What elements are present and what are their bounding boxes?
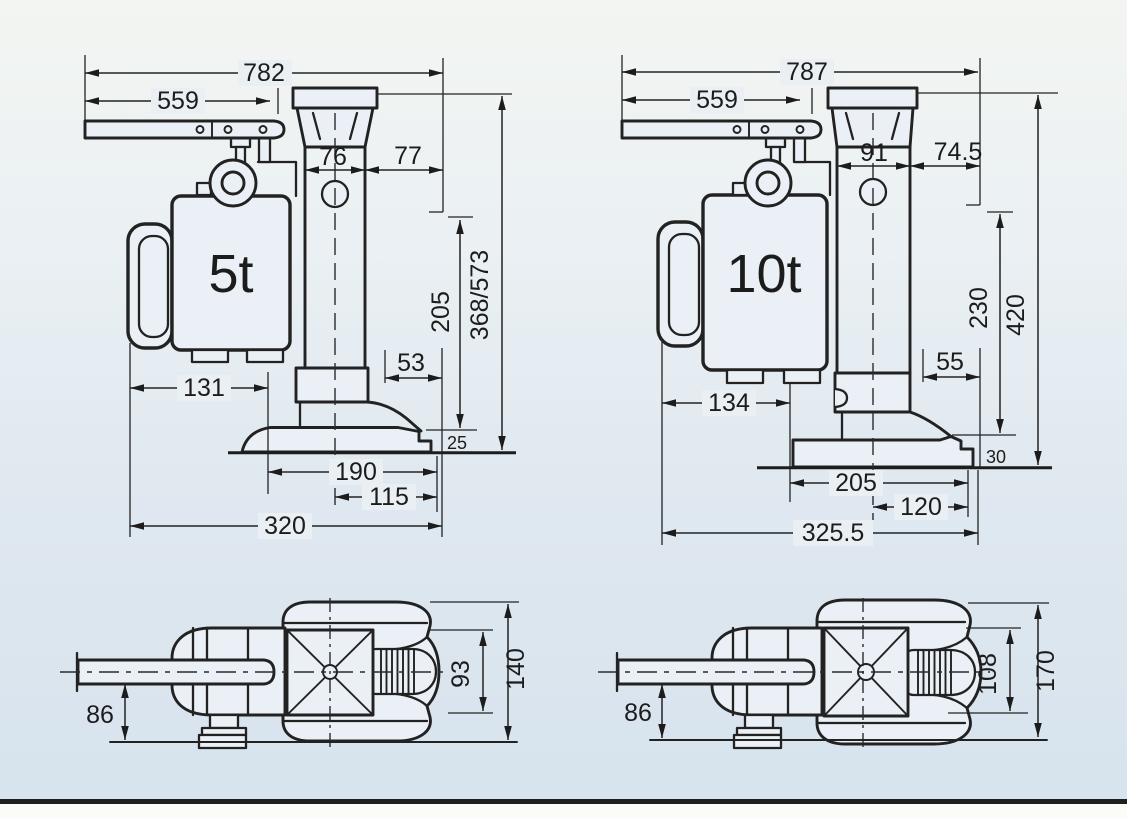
base-foot <box>240 426 433 454</box>
lower-housing <box>294 366 370 404</box>
pivot-pin <box>220 170 246 196</box>
handle-bar <box>620 119 823 140</box>
rivet <box>795 125 805 134</box>
dim-label: 86 <box>86 701 114 729</box>
plan-view-5t: 86 93 140 <box>60 598 530 750</box>
base-foot <box>791 435 975 469</box>
rivet <box>732 125 742 134</box>
grip-handle-slot <box>137 234 170 339</box>
dim-label: 230 <box>965 287 993 329</box>
body-tab <box>190 348 230 364</box>
pump-block-edge <box>793 160 832 197</box>
front-view-10t: 10t <box>620 55 1058 547</box>
front-view-5t: 5t <box>83 55 516 540</box>
dim-label: 55 <box>936 348 964 376</box>
dim-label: 91 <box>860 139 888 167</box>
dim-label: 120 <box>900 493 942 521</box>
label-mask <box>780 59 834 85</box>
pivot-pin <box>755 170 781 196</box>
dim-label: 420 <box>1002 294 1030 336</box>
dim-label: 787 <box>786 58 828 86</box>
dim-label: 368/573 <box>466 250 494 340</box>
label-mask <box>177 375 231 401</box>
pump-block-edge <box>256 160 298 198</box>
dim-label: 170 <box>1032 650 1060 692</box>
dim-label: 559 <box>157 87 199 115</box>
dim-label: 205 <box>835 469 877 497</box>
dim-label: 76 <box>319 143 347 171</box>
toe-curve <box>908 410 953 438</box>
dim-label-toe-height: 25 <box>447 433 467 453</box>
dim-label: 782 <box>243 59 285 87</box>
handle-bar <box>83 119 286 140</box>
neck-edge <box>844 111 855 141</box>
rivet <box>195 125 205 134</box>
dim-label: 140 <box>502 648 530 690</box>
dim-label: 53 <box>397 349 425 377</box>
housing-notch <box>833 387 849 409</box>
label-mask <box>690 87 744 113</box>
rivet <box>258 125 268 134</box>
dim-label: 74.5 <box>934 138 983 166</box>
neck-edge <box>348 111 359 141</box>
toe-curve <box>365 400 423 433</box>
screw-base <box>732 733 783 750</box>
dim-label: 320 <box>264 512 306 540</box>
dim-label: 134 <box>708 389 750 417</box>
dim-label: 325.5 <box>802 519 865 547</box>
dim-label: 93 <box>447 660 475 688</box>
ram-cap <box>291 86 379 110</box>
dim-label: 86 <box>624 699 652 727</box>
label-mask <box>258 513 312 539</box>
pump-link <box>792 136 807 164</box>
grip-handle-slot <box>667 232 701 337</box>
dim-label: 115 <box>369 483 409 511</box>
body-tab <box>245 348 285 364</box>
neck-edge <box>890 111 901 141</box>
label-mask <box>329 459 383 485</box>
label-mask <box>793 520 873 546</box>
body-tab <box>725 368 765 385</box>
dim-label: 190 <box>335 458 377 486</box>
label-mask <box>702 390 756 416</box>
label-mask <box>362 484 416 510</box>
screw-neck <box>208 713 240 730</box>
capacity-label-10t: 10t <box>726 244 801 304</box>
capacity-label-5t: 5t <box>208 244 253 304</box>
label-mask <box>238 60 292 86</box>
neck-edge <box>311 111 322 141</box>
dim-label: 559 <box>696 86 738 114</box>
scan-bottom-border <box>0 799 1127 804</box>
ram-cap <box>826 86 919 110</box>
dim-label: 108 <box>974 653 1002 695</box>
page-margin <box>0 804 1127 819</box>
label-mask <box>151 88 205 114</box>
body-tab <box>782 368 822 385</box>
pump-link <box>257 136 272 164</box>
dim-label: 77 <box>394 142 422 170</box>
dim-label: 205 <box>427 291 455 333</box>
label-mask <box>829 470 883 496</box>
screw-neck <box>743 713 775 730</box>
dim-label: 131 <box>183 374 225 402</box>
label-mask <box>894 494 948 520</box>
rivet <box>223 125 233 134</box>
rivet <box>760 125 770 134</box>
plan-view-10t: 86 108 170 <box>598 598 1060 750</box>
dim-label-toe-height: 30 <box>986 447 1006 467</box>
